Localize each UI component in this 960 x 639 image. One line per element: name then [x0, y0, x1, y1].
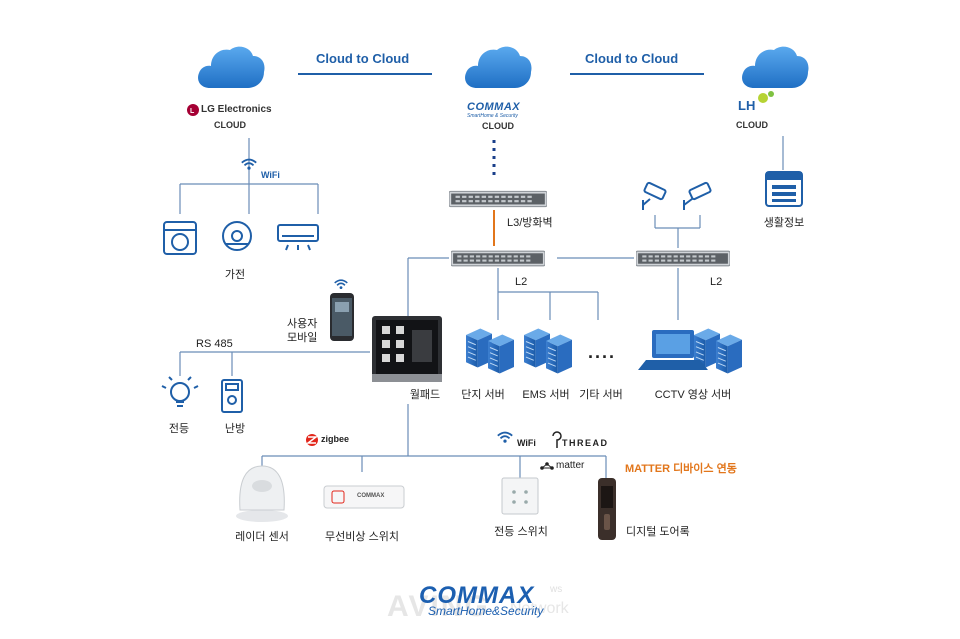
- light-switch-label: 전등 스위치: [494, 526, 548, 538]
- light-switch-device: [501, 477, 539, 515]
- matter-wifi-label: WiFi: [517, 438, 536, 448]
- firewall-label: L3/방화벽: [507, 217, 553, 229]
- emergency-switch-label: 무선비상 스위치: [325, 531, 399, 543]
- l2-switch-left: [451, 250, 545, 267]
- lg-cloud-label: CLOUD: [214, 120, 246, 130]
- zigbee-logo-icon: [305, 434, 319, 446]
- complex-server-icon-b: [488, 333, 514, 375]
- rs485-label: RS 485: [196, 338, 233, 350]
- matter-logo-icon: [540, 462, 554, 470]
- radar-sensor-label: 레이더 센서: [235, 531, 289, 543]
- commax-cloud-icon: [465, 46, 532, 88]
- wallpad-device: [372, 316, 442, 382]
- l2-left-label: L2: [515, 276, 528, 288]
- doorlock-label: 디지털 도어록: [626, 526, 690, 538]
- commax-cloud-brand-sub: SmartHome & Security: [467, 113, 518, 119]
- life-info-icon: [765, 171, 803, 207]
- lg-brand-label: LG Electronics: [201, 104, 272, 115]
- lg-wifi-label: WiFi: [261, 170, 280, 180]
- lightbulb-icon: [161, 376, 199, 407]
- watermark-text-3: ws: [550, 584, 563, 595]
- heating-label: 난방: [224, 423, 246, 435]
- user-mobile-label: 사용자 모바일: [287, 318, 318, 344]
- heating-controller-icon: [221, 379, 243, 413]
- emergency-switch-device: [323, 485, 405, 509]
- thread-logo-icon: [552, 431, 562, 448]
- lg-cloud-icon: [198, 46, 265, 88]
- lh-brand-label: LH: [738, 98, 756, 113]
- l2-switch-right: [636, 250, 730, 267]
- radar-sensor-device: [236, 465, 288, 522]
- emergency-switch-brand: COMMAX: [357, 493, 385, 499]
- wallpad-label: 월패드: [409, 389, 441, 401]
- life-info-label: 생활정보: [763, 217, 805, 229]
- thread-label: THREAD: [562, 438, 609, 448]
- zigbee-label: zigbee: [321, 434, 350, 444]
- robot-vacuum-icon: [222, 221, 252, 251]
- lh-logo-icon: [758, 91, 774, 103]
- commax-cloud-brand: COMMAX SmartHome & Security: [467, 101, 520, 119]
- appliances-label: 가전: [224, 269, 246, 281]
- laptop-icon: [638, 330, 708, 370]
- more-servers-dots: ....: [588, 342, 617, 362]
- complex-server-label: 단지 서버: [461, 389, 505, 401]
- mobile-wifi-icon: [333, 279, 349, 290]
- commax-cloud-brand-text: COMMAX: [467, 101, 521, 113]
- l2-right-label: L2: [710, 276, 723, 288]
- cctv-camera-icon-1: [642, 181, 667, 210]
- lh-cloud-label: CLOUD: [736, 120, 768, 130]
- footer-commax-logo: COMMAX: [419, 582, 535, 609]
- lh-cloud-icon: [742, 46, 809, 88]
- digital-doorlock-device: [598, 478, 616, 540]
- commax-cloud-label: CLOUD: [482, 121, 514, 131]
- cctv-server-icon-b: [716, 333, 742, 375]
- cctv-server-label: CCTV 영상 서버: [654, 389, 732, 401]
- matter-wifi-icon: [496, 431, 514, 444]
- cctv-camera-icon-2: [683, 181, 712, 210]
- cloud-link-right-label: Cloud to Cloud: [585, 51, 679, 66]
- watermark-text-2: Network: [510, 600, 569, 617]
- other-server-label: 기타 서버: [579, 389, 623, 401]
- watermark-text: AVING: [387, 590, 490, 623]
- matter-title-label: MATTER 디바이스 연동: [625, 463, 737, 475]
- lg-logo-icon: L: [187, 104, 199, 116]
- ems-server-icon-b: [546, 333, 572, 375]
- matter-label: matter: [556, 460, 585, 471]
- svg-text:L: L: [190, 108, 195, 115]
- washer-icon: [163, 221, 197, 255]
- ems-server-label: EMS 서버: [522, 389, 570, 401]
- air-conditioner-icon: [277, 224, 319, 251]
- footer-commax-sub: SmartHome&Security: [428, 604, 544, 618]
- user-mobile-device: [330, 293, 354, 341]
- light-label: 전등: [168, 423, 190, 435]
- cloud-link-left-label: Cloud to Cloud: [316, 51, 410, 66]
- l3-firewall-switch: [449, 190, 547, 208]
